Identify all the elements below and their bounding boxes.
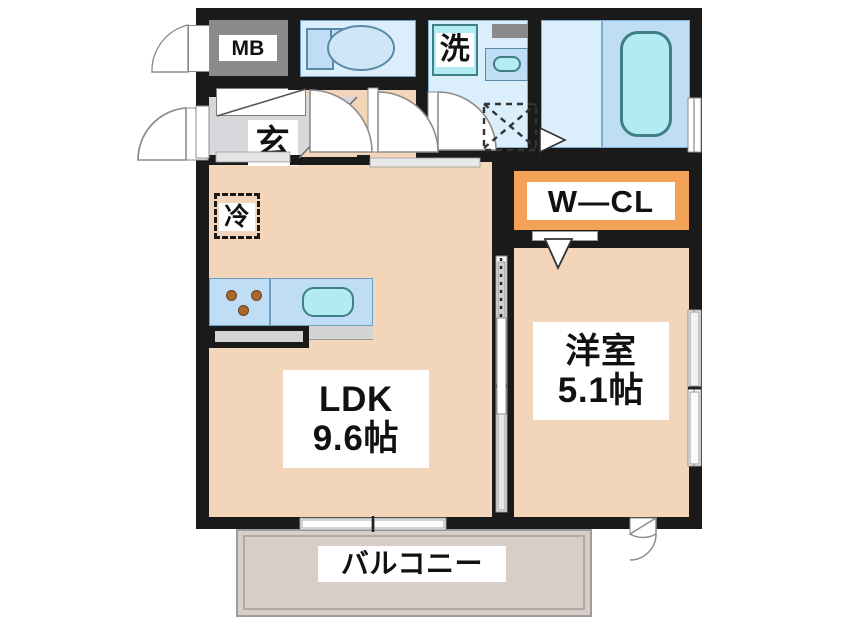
- bedroom-area: 5.1帖: [557, 371, 645, 410]
- refrigerator-space: [214, 193, 260, 239]
- balcony-inner-edge: [243, 535, 585, 610]
- wcl-door-panel: [532, 231, 598, 241]
- washroom-shelf: [492, 24, 528, 38]
- ldk-name: LDK: [318, 379, 394, 419]
- washbasin-bowl: [493, 56, 521, 72]
- bedroom-label: 洋室 5.1帖: [533, 322, 669, 420]
- bedroom-name: 洋室: [565, 331, 637, 371]
- kitchen-sink: [302, 287, 354, 317]
- mb-door-leaf: [188, 25, 210, 72]
- interior-wall-toilet-right: [416, 8, 428, 90]
- kitchen-stove-divider: [269, 278, 271, 326]
- mb-door-icon: [151, 24, 189, 73]
- ldk-label: LDK 9.6帖: [283, 370, 429, 468]
- wcl-label: W—CL: [527, 182, 675, 220]
- kitchen-toe-strip-right: [309, 326, 373, 340]
- stove-burner-3: [238, 305, 249, 316]
- washer-label: 洗: [436, 33, 474, 67]
- entrance-wall-top: [209, 86, 219, 97]
- toilet-lever: [330, 28, 348, 42]
- shoe-cabinet: [216, 88, 306, 116]
- bath-wash-area: [541, 20, 602, 148]
- balcony-label: バルコニー: [318, 546, 506, 582]
- interior-wall-ldk-bedroom: [492, 160, 514, 517]
- ldk-area: 9.6帖: [312, 419, 400, 458]
- stove-burner-1: [226, 290, 237, 301]
- stove-burner-2: [251, 290, 262, 301]
- bathtub: [620, 31, 672, 137]
- fridge-label: 冷: [219, 203, 255, 231]
- interior-wall-hall-bottom-right: [416, 150, 494, 162]
- kitchen-toe-strip-left: [215, 331, 303, 342]
- interior-wall-hall-bottom-left: [290, 155, 370, 165]
- mb-label: MB: [219, 35, 277, 61]
- exterior-wall-bottom: [196, 517, 702, 529]
